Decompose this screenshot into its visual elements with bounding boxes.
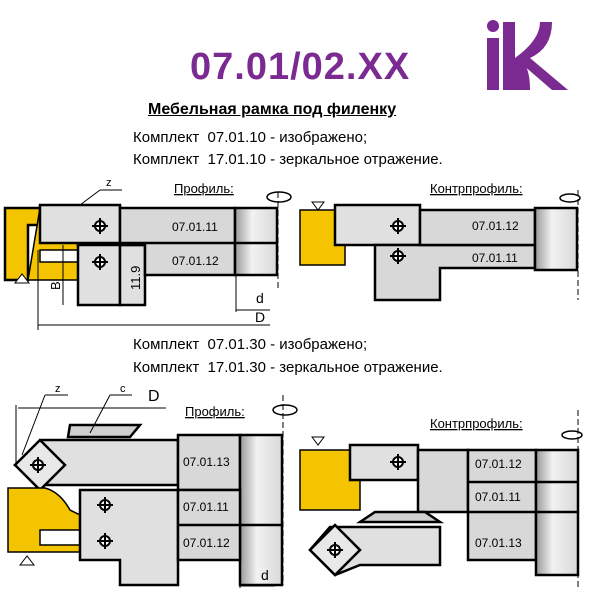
set2-profile-drawing — [7, 394, 298, 588]
subtitle: Мебельная рамка под филенку — [148, 101, 397, 118]
set1-line2: Комплект 17.01.10 - зеркальное отражение… — [133, 151, 443, 168]
set2-dim-c: c — [120, 383, 126, 395]
set2-dim-d: d — [261, 567, 269, 583]
set1-dim-h: 11.9 — [128, 266, 143, 290]
set1-profile-part-2: 07.01.12 — [172, 254, 219, 268]
set1-dim-d: d — [256, 290, 264, 306]
set1-line1: Комплект 07.01.10 - изображено; — [133, 129, 368, 146]
set2-profile-part-2: 07.01.11 — [183, 500, 229, 514]
set1-counterprofile-drawing — [299, 190, 581, 302]
set2-profile-part-1: 07.01.13 — [183, 455, 230, 469]
set2-profile-label: Профиль: — [185, 404, 245, 419]
set1-counter-part-2: 07.01.11 — [472, 251, 518, 265]
set1-dim-z: z — [106, 177, 112, 189]
set2-counter-part-3: 07.01.13 — [475, 536, 522, 550]
set2-dim-D: D — [148, 388, 160, 405]
set2-counter-part-2: 07.01.11 — [475, 490, 521, 504]
set1-profile-drawing — [3, 189, 292, 330]
set1-profile-part-1: 07.01.11 — [172, 220, 218, 234]
set2-profile-part-3: 07.01.12 — [183, 536, 230, 550]
set2-dim-z: z — [55, 383, 61, 395]
set2-counter-label: Контрпрофиль: — [430, 416, 523, 431]
ibk-logo — [487, 20, 568, 90]
set2-counter-part-1: 07.01.12 — [475, 457, 522, 471]
set2-line1: Комплект 07.01.30 - изображено; — [133, 336, 368, 353]
set1-profile-label: Профиль: — [174, 181, 234, 196]
set1-dim-b: B — [48, 281, 63, 290]
set1-counter-label: Контрпрофиль: — [430, 181, 523, 196]
page-title: 07.01/02.XX — [190, 46, 411, 88]
set1-dim-D: D — [255, 309, 265, 325]
set2-counterprofile-drawing — [299, 410, 583, 590]
set2-line2: Комплект 17.01.30 - зеркальное отражение… — [133, 359, 443, 376]
set1-counter-part-1: 07.01.12 — [472, 219, 519, 233]
